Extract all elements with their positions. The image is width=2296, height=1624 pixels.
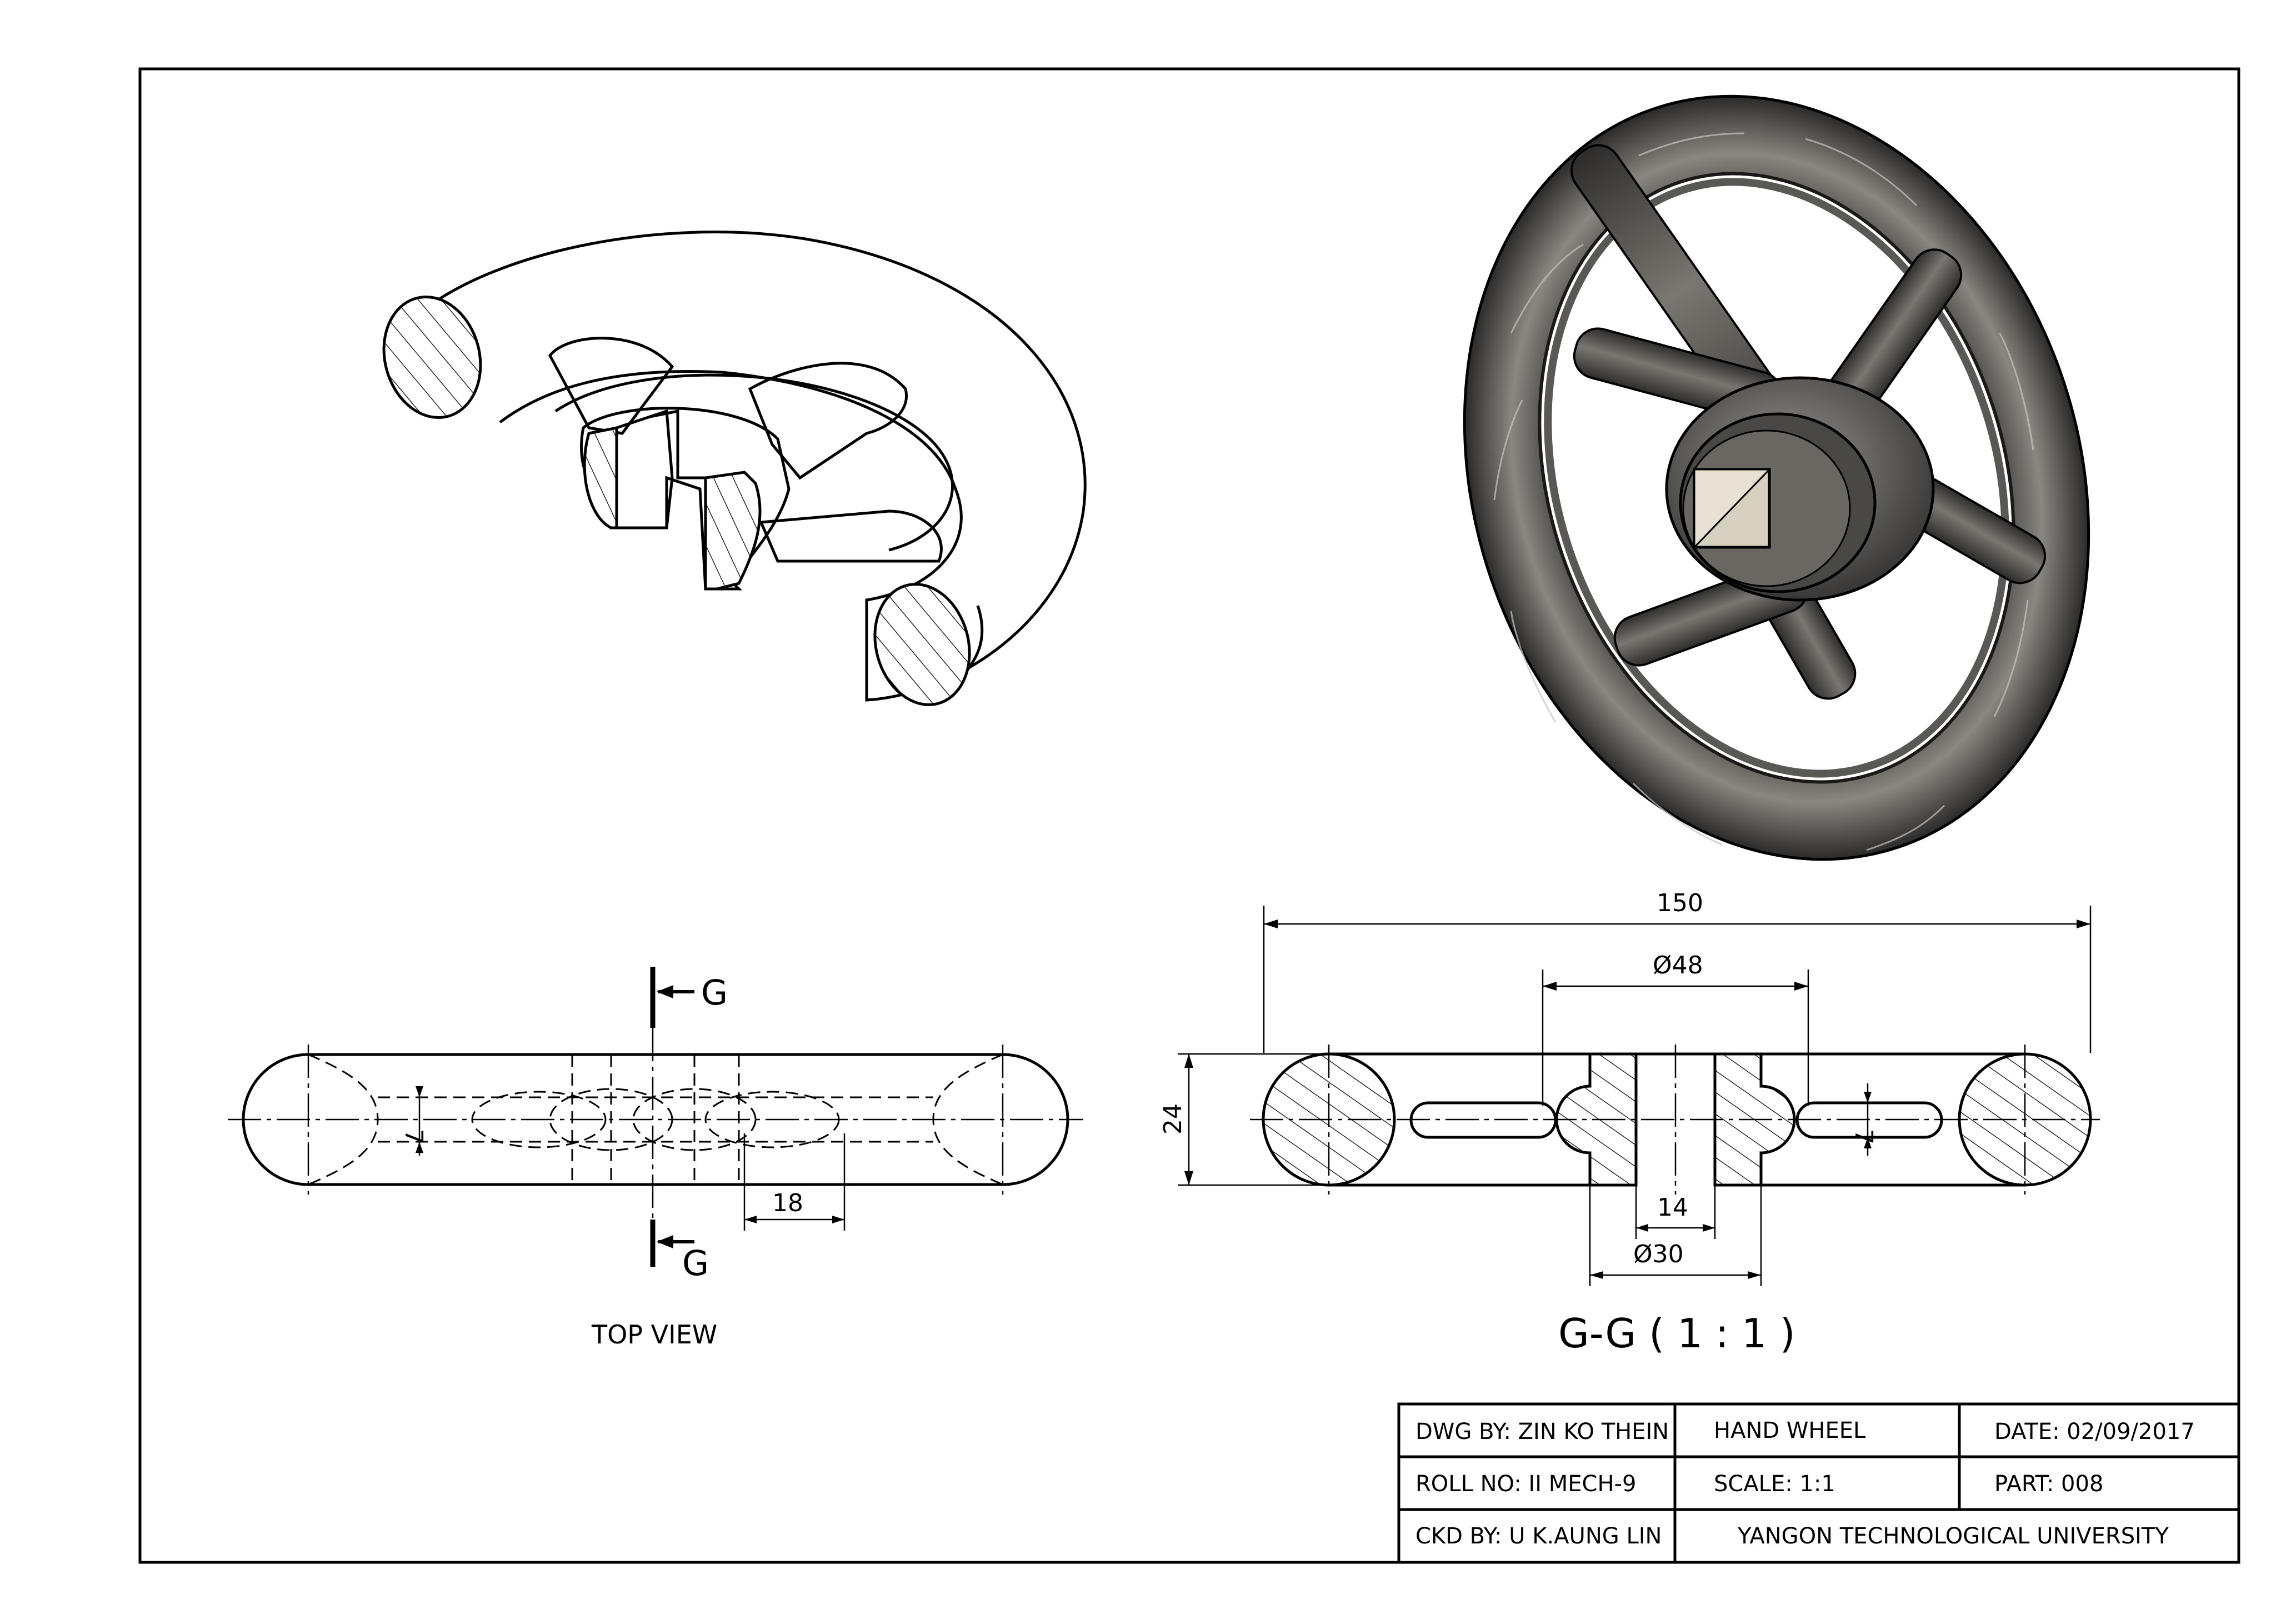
section-marker-top: G [701,972,728,1013]
dim-spoke-7: 7 [1849,1129,1878,1145]
title-block-dwg-by: DWG BY: ZIN KO THEIN [1415,1419,1669,1445]
top-view-dim-18: 18 [772,1189,803,1217]
rim-section-left [382,295,482,419]
title-block-ckd-by: CKD BY: U K.AUNG LIN [1415,1523,1662,1549]
dim-150: 150 [1657,889,1703,917]
hub-section-right [704,471,762,591]
dim-height-24: 24 [1159,1103,1187,1135]
section-view-g-g: 150 Ø48 24 7 14 Ø30 G-G ( 1 : [1159,889,2100,1357]
isometric-cutaway-view [382,231,1087,706]
title-block-part: PART: 008 [1994,1471,2103,1497]
top-view-label: TOP VIEW [591,1320,717,1350]
section-marker-bottom: G [682,1243,709,1283]
rim-section-right [873,583,971,706]
title-block-university: YANGON TECHNOLOGICAL UNIVERSITY [1737,1523,2169,1549]
sheet-border [138,67,2240,1564]
title-block-title: HAND WHEEL [1714,1418,1866,1443]
dim-hub-48: Ø48 [1653,951,1703,980]
title-block: DWG BY: ZIN KO THEIN HAND WHEEL DATE: 02… [1397,1402,2240,1564]
top-view-dim-7: 7 [399,1129,428,1145]
dim-boss-30: Ø30 [1633,1240,1684,1268]
rendered-hand-wheel [1463,94,2090,861]
hub-section-left [583,426,618,529]
title-block-roll-no: ROLL NO: II MECH-9 [1415,1471,1636,1497]
top-view: G G 7 18 TOP VIEW [228,967,1083,1350]
section-label: G-G ( 1 : 1 ) [1558,1310,1795,1357]
dim-bore-14: 14 [1657,1193,1688,1222]
title-block-scale: SCALE: 1:1 [1714,1471,1835,1497]
title-block-date: DATE: 02/09/2017 [1994,1419,2195,1445]
